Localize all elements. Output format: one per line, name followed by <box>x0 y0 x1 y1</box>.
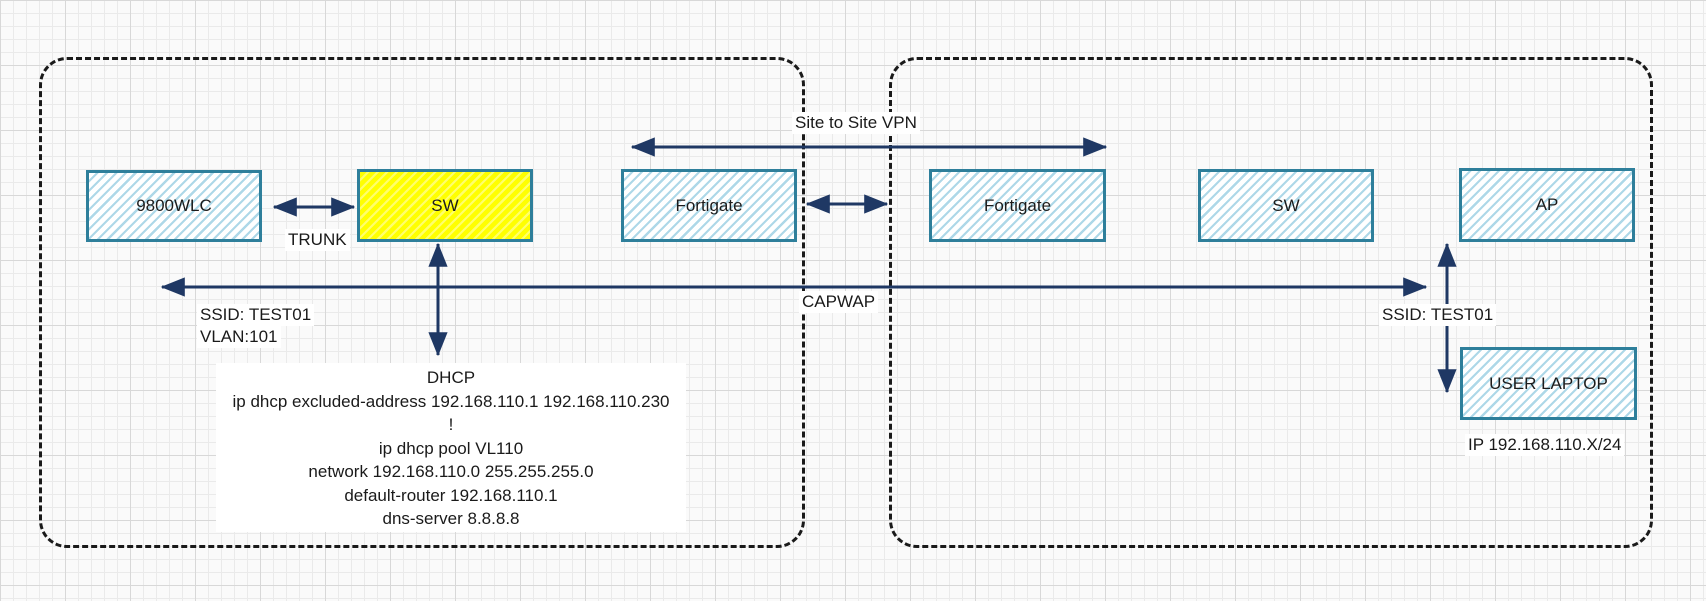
dhcp-config-line: network 192.168.110.0 255.255.255.0 <box>308 462 594 481</box>
device-switch-left[interactable]: SW <box>357 169 533 242</box>
device-access-point[interactable]: AP <box>1459 168 1635 242</box>
dhcp-config-line: ip dhcp excluded-address 192.168.110.1 1… <box>232 391 670 411</box>
device-user-laptop-label: USER LAPTOP <box>1489 373 1608 393</box>
capwap-label: CAPWAP <box>799 291 879 313</box>
dhcp-config-line: ip dhcp pool VL110 <box>378 438 524 458</box>
laptop-ip-label: IP 192.168.110.X/24 <box>1465 434 1625 456</box>
dhcp-config-block: DHCP ip dhcp excluded-address 192.168.11… <box>216 363 686 532</box>
dhcp-title: DHCP <box>426 368 476 387</box>
device-access-point-label: AP <box>1535 195 1559 214</box>
device-switch-right-label: SW <box>1272 195 1300 215</box>
vlan-label-left: VLAN:101 <box>197 326 281 348</box>
device-fortigate-left[interactable]: Fortigate <box>621 169 797 242</box>
dhcp-config-line: dns-server 8.8.8.8 <box>382 509 520 528</box>
dhcp-config-line: ! <box>448 415 454 434</box>
device-9800wlc[interactable]: 9800WLC <box>86 170 262 242</box>
device-switch-right[interactable]: SW <box>1198 169 1374 242</box>
device-user-laptop[interactable]: USER LAPTOP <box>1460 347 1637 420</box>
ssid-label-left: SSID: TEST01 <box>197 304 315 326</box>
device-fortigate-right-label: Fortigate <box>983 195 1052 215</box>
ssid-label-right: SSID: TEST01 <box>1379 304 1497 326</box>
device-switch-left-label: SW <box>431 195 459 215</box>
device-fortigate-right[interactable]: Fortigate <box>929 169 1106 242</box>
device-9800wlc-label: 9800WLC <box>136 196 212 215</box>
dhcp-config-line: default-router 192.168.110.1 <box>344 485 558 505</box>
trunk-label: TRUNK <box>285 229 350 251</box>
device-fortigate-left-label: Fortigate <box>675 195 743 215</box>
site-right-boundary <box>889 57 1653 548</box>
site-to-site-vpn-label: Site to Site VPN <box>792 112 920 134</box>
